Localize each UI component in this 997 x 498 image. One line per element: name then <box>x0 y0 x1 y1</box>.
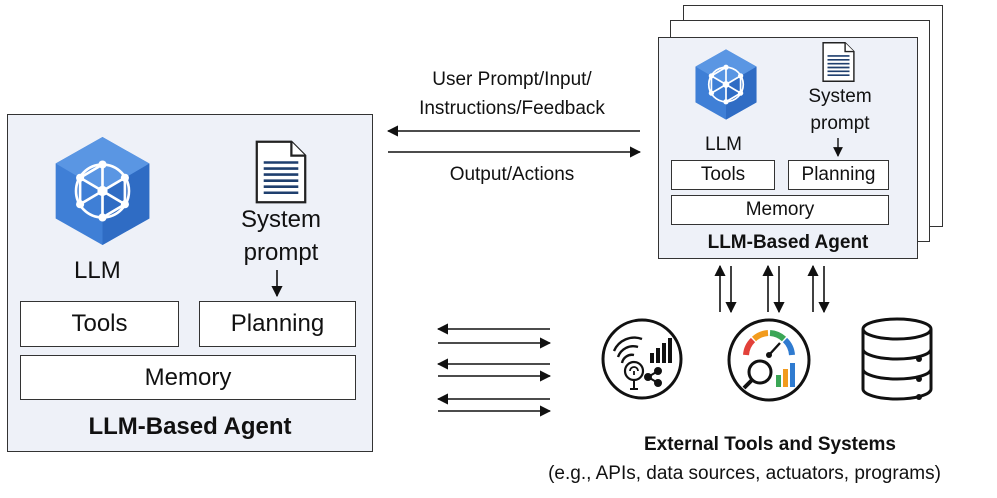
right-planning-box: Planning <box>788 160 889 190</box>
left-system-prompt-line2: prompt <box>243 239 319 266</box>
analytics-dashboard-icon <box>727 318 811 402</box>
left-memory-box: Memory <box>20 355 356 400</box>
right-agent-label: LLM-Based Agent <box>707 232 869 253</box>
left-planning-box: Planning <box>199 301 356 347</box>
right-system-prompt-line2: prompt <box>810 113 870 134</box>
left-tools-box: Tools <box>20 301 179 347</box>
left-system-prompt-line1: System <box>240 206 321 233</box>
external-tools-subtitle: (e.g., APIs, data sources, actuators, pr… <box>548 463 941 484</box>
output-label: Output/Actions <box>449 164 575 185</box>
right-planning-label: Planning <box>801 164 876 185</box>
right-tools-label: Tools <box>700 164 746 185</box>
right-llm-label: LLM <box>705 134 742 155</box>
left-memory-label: Memory <box>144 363 232 391</box>
left-agent-label: LLM-Based Agent <box>88 413 292 440</box>
right-system-prompt-line1: System <box>808 86 872 107</box>
right-tools-box: Tools <box>671 160 775 190</box>
input-label-line1: User Prompt/Input/ <box>432 69 592 90</box>
external-tools-title: External Tools and Systems <box>643 434 896 455</box>
left-llm-label: LLM <box>74 257 121 284</box>
right-memory-box: Memory <box>671 195 889 225</box>
left-planning-label: Planning <box>230 310 325 337</box>
right-memory-label: Memory <box>745 199 815 220</box>
input-label-line2: Instructions/Feedback <box>419 98 605 119</box>
database-icon <box>861 317 933 401</box>
iot-network-icon <box>601 318 683 400</box>
left-tools-label: Tools <box>71 310 128 337</box>
